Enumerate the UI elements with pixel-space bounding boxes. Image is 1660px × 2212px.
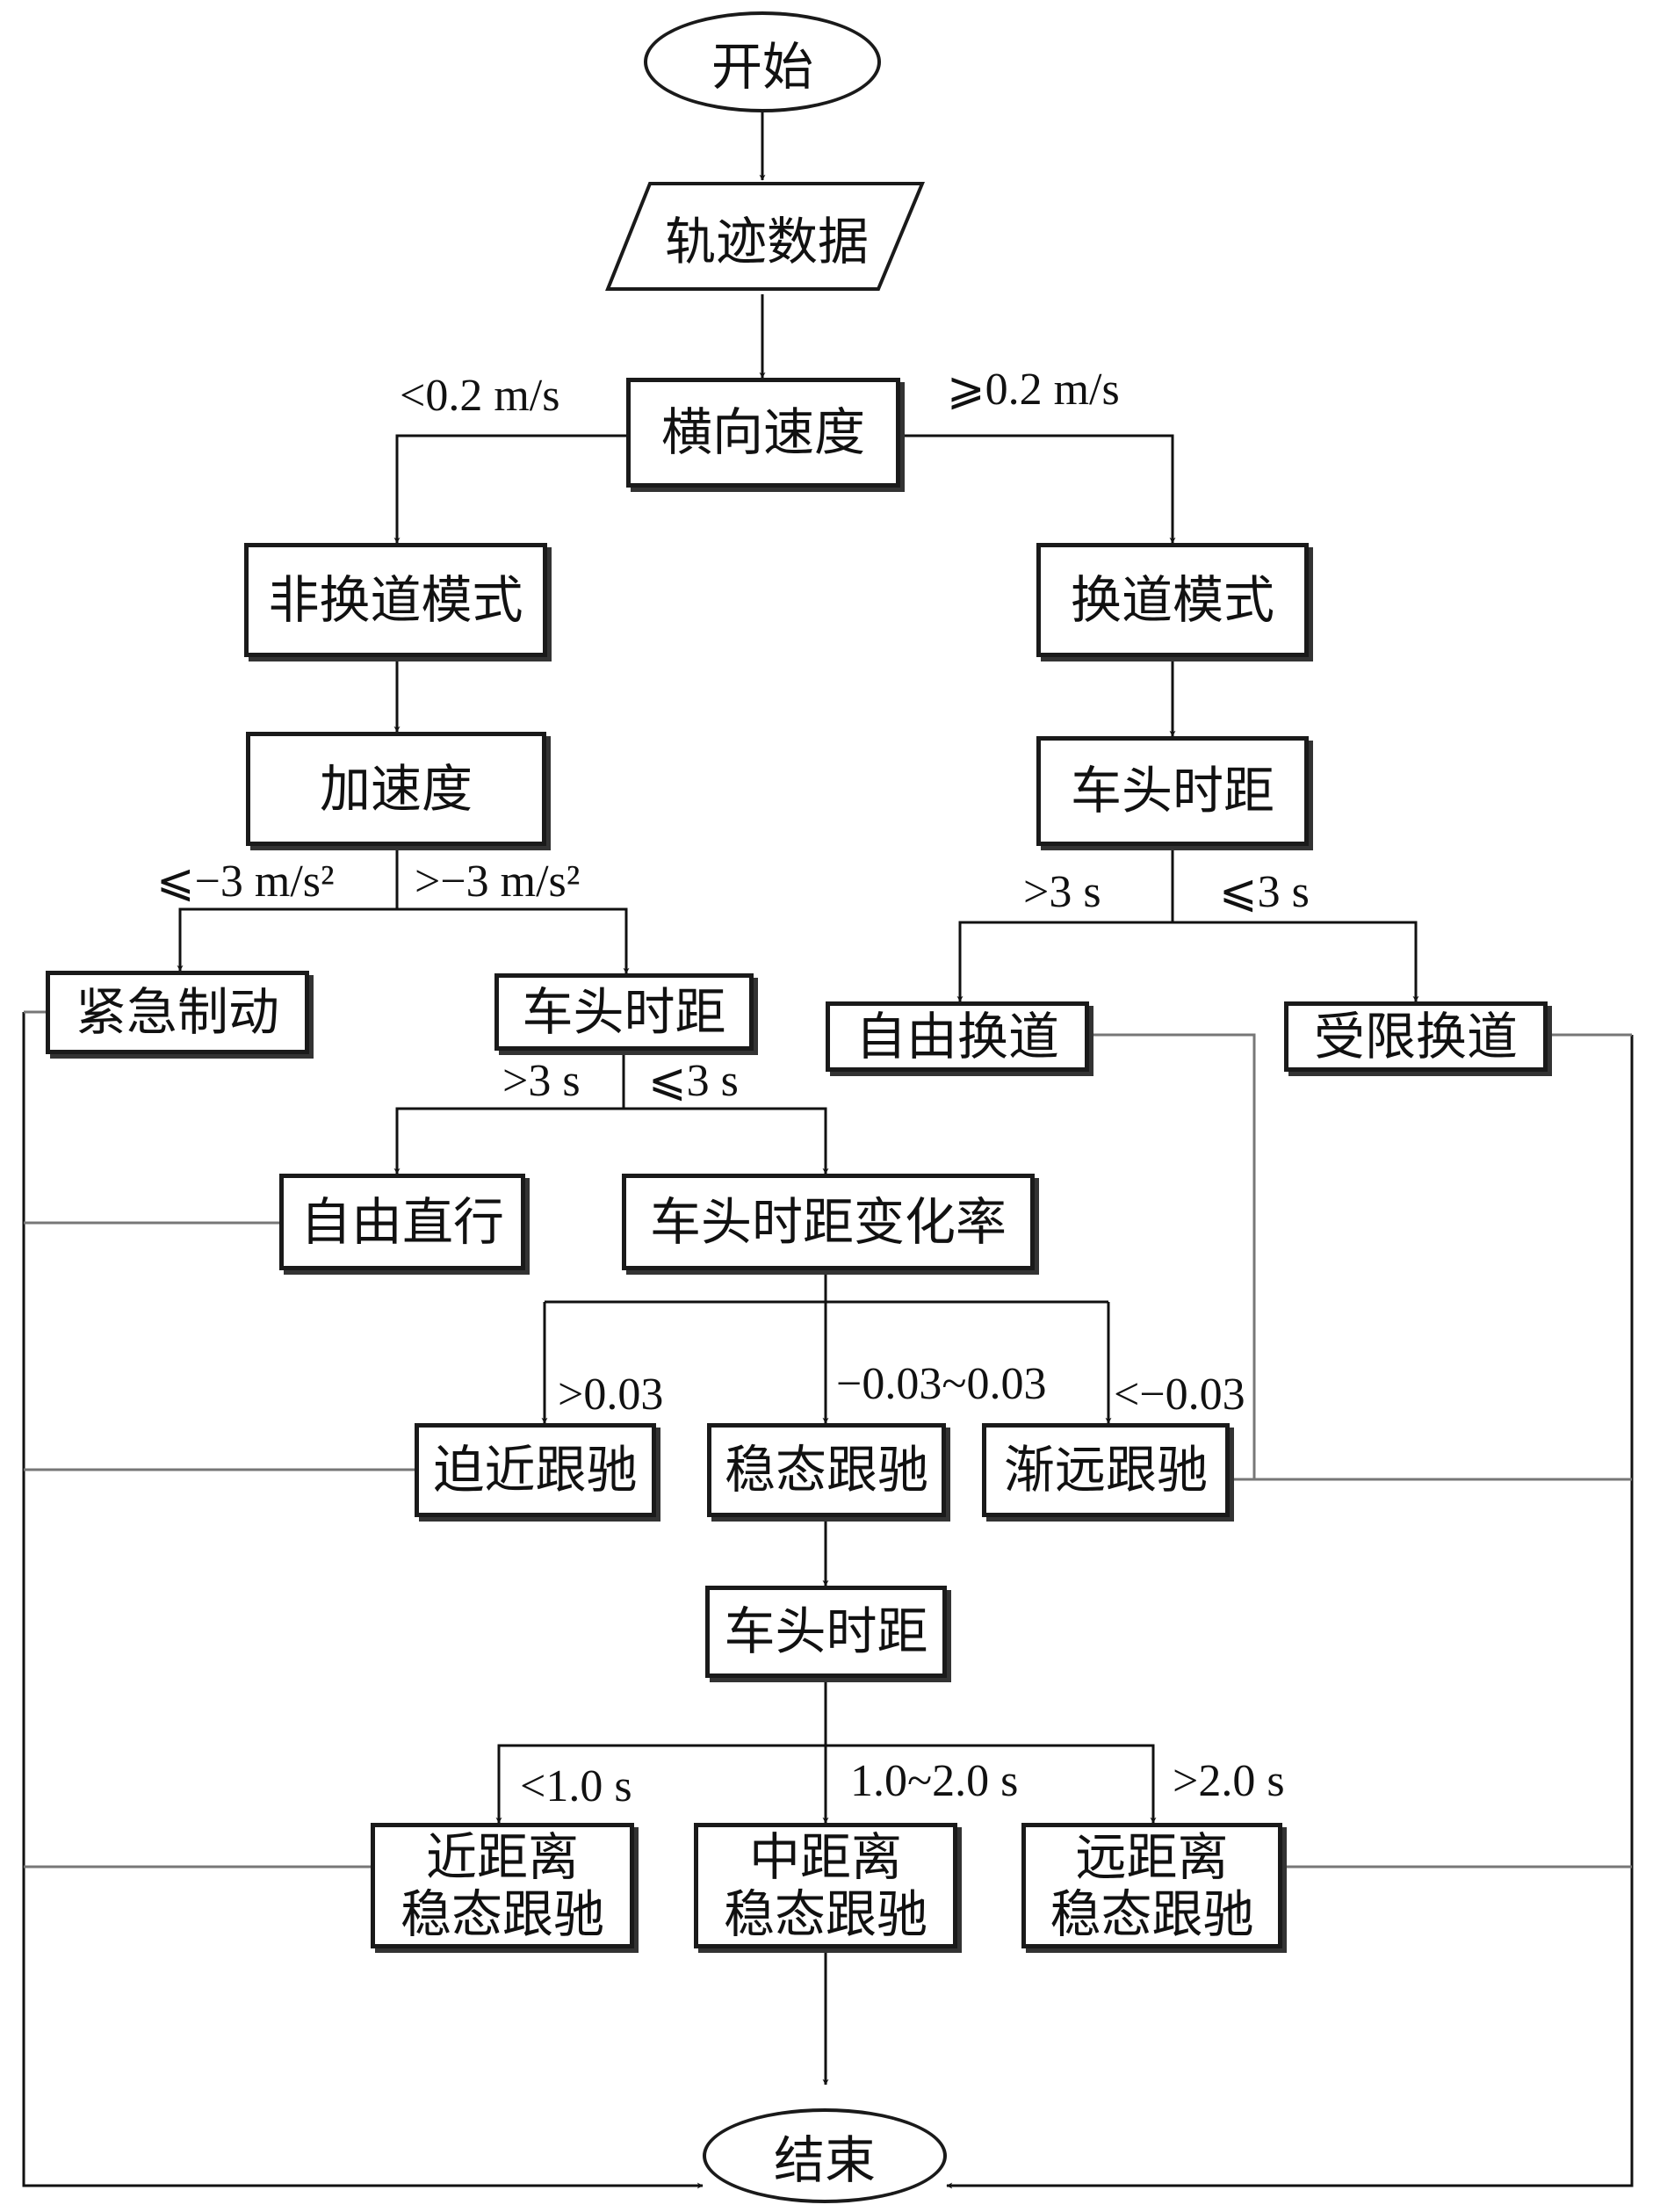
far-steady-following-node: 远距离 稳态跟驰 bbox=[1021, 1823, 1282, 1948]
restricted-lane-change-node: 受限换道 bbox=[1284, 1001, 1548, 1072]
far-steady-following-line-1: 远距离 bbox=[1075, 1826, 1229, 1887]
receding-following-node: 渐远跟驰 bbox=[982, 1423, 1230, 1517]
trajectory-data-label: 轨迹数据 bbox=[664, 212, 869, 271]
edge-speed-to-lc bbox=[900, 434, 1176, 544]
lateral-speed-node: 横向速度 bbox=[626, 378, 900, 488]
headway-lane-change-node: 车头时距 bbox=[1036, 736, 1309, 846]
edge-headway-to-far bbox=[826, 1744, 1157, 1824]
speed-high-label: ⩾0.2 m/s bbox=[947, 365, 1120, 415]
non-lane-change-mode-node: 非换道模式 bbox=[244, 543, 547, 657]
emergency-braking-node: 紧急制动 bbox=[46, 971, 309, 1054]
speed-low-label: <0.2 m/s bbox=[400, 371, 560, 421]
lc-headway-high-label: >3 s bbox=[1023, 867, 1101, 917]
start-node: 开始 bbox=[644, 11, 881, 112]
edge-free-lc-return bbox=[1089, 1033, 1632, 1481]
headway-non-lane-change-node: 车头时距 bbox=[494, 973, 754, 1051]
accel-low-label: ⩽−3 m/s² bbox=[156, 857, 335, 907]
th-low-label: <1.0 s bbox=[520, 1761, 632, 1811]
rate-high-label: >0.03 bbox=[558, 1370, 664, 1420]
edge-speed-to-nonlc bbox=[393, 434, 626, 544]
end-label: 结束 bbox=[773, 2130, 876, 2190]
th-high-label: >2.0 s bbox=[1173, 1756, 1285, 1806]
rate-low-label: <−0.03 bbox=[1114, 1370, 1245, 1420]
near-steady-following-line-1: 近距离 bbox=[425, 1826, 579, 1887]
rate-mid-label: −0.03~0.03 bbox=[836, 1359, 1047, 1409]
approaching-following-node: 迫近跟驰 bbox=[415, 1423, 656, 1517]
edge-headway-to-free-straight bbox=[393, 1050, 625, 1175]
mid-steady-following-line-2: 稳态跟驰 bbox=[723, 1883, 927, 1944]
lane-change-mode-node: 换道模式 bbox=[1036, 543, 1309, 657]
lc-headway-low-label: ⩽3 s bbox=[1219, 867, 1310, 917]
free-lane-change-node: 自由换道 bbox=[826, 1001, 1089, 1072]
edge-headway-to-near bbox=[495, 1678, 827, 1824]
edge-headway-to-rate bbox=[624, 1107, 829, 1175]
free-straight-node: 自由直行 bbox=[279, 1174, 525, 1270]
edge-headway-to-restricted-lc bbox=[1173, 921, 1419, 1002]
headway-low-label: ⩽3 s bbox=[648, 1056, 739, 1106]
end-node: 结束 bbox=[703, 2108, 947, 2203]
edge-accel-to-headway bbox=[397, 907, 630, 974]
far-steady-following-line-2: 稳态跟驰 bbox=[1050, 1883, 1254, 1944]
th-mid-label: 1.0~2.0 s bbox=[850, 1756, 1019, 1806]
mid-steady-following-line-1: 中距离 bbox=[748, 1826, 902, 1887]
near-steady-following-node: 近距离 稳态跟驰 bbox=[371, 1823, 634, 1948]
accel-high-label: >−3 m/s² bbox=[415, 857, 581, 907]
edge-accel-to-braking bbox=[177, 846, 399, 972]
steady-following-node: 稳态跟驰 bbox=[707, 1423, 946, 1517]
headway-change-rate-node: 车头时距变化率 bbox=[622, 1174, 1035, 1270]
mid-steady-following-node: 中距离 稳态跟驰 bbox=[694, 1823, 957, 1948]
acceleration-node: 加速度 bbox=[246, 732, 546, 846]
edge-headway-to-free-lc bbox=[956, 846, 1174, 1002]
start-label: 开始 bbox=[711, 36, 813, 97]
headway-steady-node: 车头时距 bbox=[705, 1586, 947, 1678]
edge-right-return-to-end bbox=[946, 1035, 1634, 2189]
edge-left-return-to-end bbox=[22, 1012, 704, 2189]
trajectory-data-node bbox=[605, 182, 925, 291]
near-steady-following-line-2: 稳态跟驰 bbox=[400, 1883, 604, 1944]
headway-high-label: >3 s bbox=[502, 1056, 581, 1106]
